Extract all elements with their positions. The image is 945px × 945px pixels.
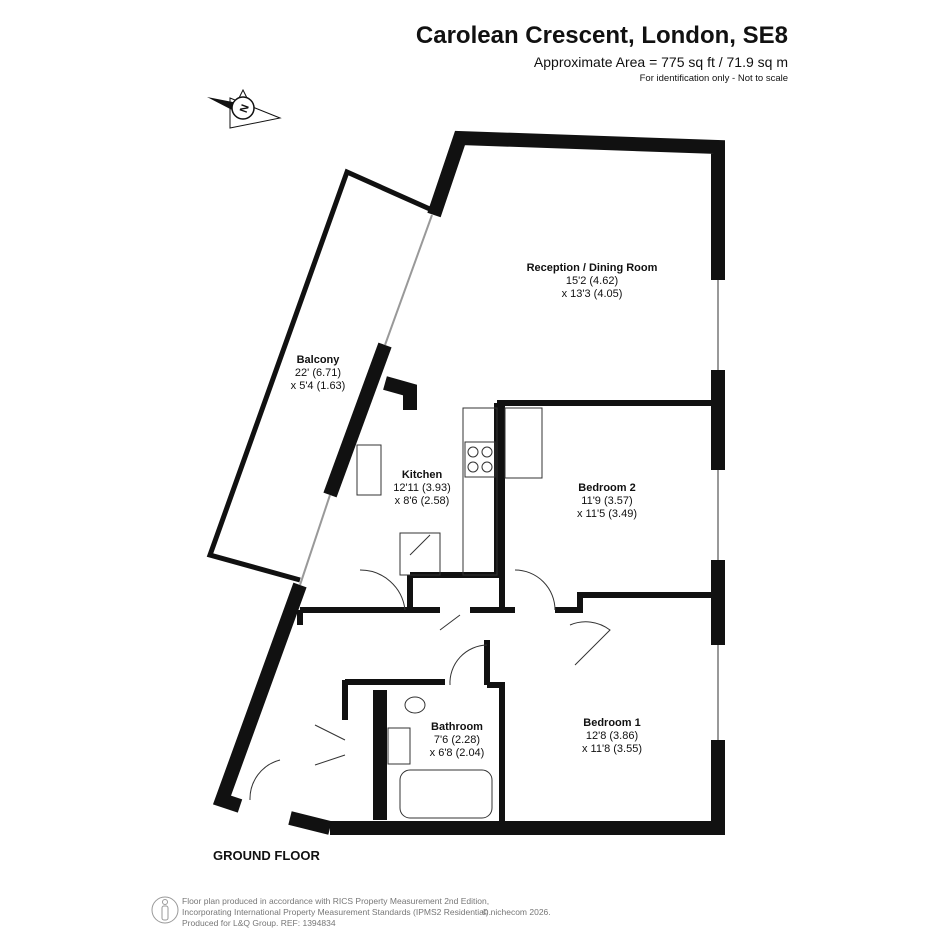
compass-icon: N: [207, 88, 282, 129]
room-dimension: x 5'4 (1.63): [291, 380, 346, 392]
room-dimension: 12'11 (3.93): [393, 482, 451, 494]
room-name: Reception / Dining Room: [527, 262, 658, 274]
balcony-outline: [206, 168, 434, 583]
cupboard-doors: [314, 724, 346, 766]
exterior-walls: [212, 130, 725, 835]
room-dimension: 11'9 (3.57): [581, 495, 632, 507]
property-title: Carolean Crescent, London, SE8: [415, 22, 788, 49]
room-name: Bathroom: [431, 721, 483, 733]
kitchen-sink-icon: [356, 444, 382, 496]
room-dimension: 22' (6.71): [295, 367, 341, 379]
room-name: Kitchen: [402, 469, 443, 481]
wardrobe: [504, 407, 543, 479]
room-bedroom-1: Bedroom 1 12'8 (3.86) x 11'8 (3.55): [582, 717, 642, 755]
room-name: Bedroom 1: [583, 717, 640, 729]
copyright: © nichecom 2026.: [482, 907, 551, 917]
disclaimer: For identification only - Not to scale: [639, 73, 788, 84]
door-swing: [449, 644, 488, 686]
person-icon: [151, 896, 179, 924]
room-dimension: 12'8 (3.86): [586, 730, 638, 742]
internal-walls: [297, 400, 715, 825]
basin-icon: [387, 727, 411, 765]
room-name: Bedroom 2: [578, 482, 635, 494]
room-dimension: 15'2 (4.62): [566, 275, 618, 287]
kitchen-unit: [399, 532, 441, 576]
windows: [299, 214, 719, 740]
floor-label: GROUND FLOOR: [213, 848, 320, 863]
footer-text: Floor plan produced in accordance with R…: [182, 896, 491, 929]
room-dimension: 7'6 (2.28): [434, 734, 480, 746]
footer-line-2: Incorporating International Property Mea…: [182, 907, 491, 917]
room-dimension: x 11'8 (3.55): [582, 743, 642, 755]
door-swing: [514, 569, 556, 611]
compass-label: N: [238, 103, 252, 115]
footer-line-1: Floor plan produced in accordance with R…: [182, 896, 490, 906]
room-dimension: x 8'6 (2.58): [395, 495, 450, 507]
room-reception: Reception / Dining Room 15'2 (4.62) x 13…: [527, 262, 658, 300]
room-balcony: Balcony 22' (6.71) x 5'4 (1.63): [291, 354, 346, 392]
entrance-door-swing: [249, 759, 281, 801]
door-swing: [569, 621, 611, 666]
toilet-icon: [404, 696, 426, 714]
door-swing: [359, 569, 406, 611]
room-name: Balcony: [297, 354, 341, 366]
hob-icon: [464, 441, 496, 478]
room-kitchen: Kitchen 12'11 (3.93) x 8'6 (2.58): [393, 469, 451, 507]
room-bedroom-2: Bedroom 2 11'9 (3.57) x 11'5 (3.49): [577, 482, 637, 520]
room-bathroom: Bathroom 7'6 (2.28) x 6'8 (2.04): [430, 721, 485, 759]
bath-icon: [399, 769, 493, 819]
fixtures: [249, 407, 611, 819]
kitchen-counter: [462, 407, 498, 576]
footer-line-3: Produced for L&Q Group. REF: 1394834: [182, 918, 336, 928]
room-dimension: x 6'8 (2.04): [430, 747, 485, 759]
room-dimension: x 11'5 (3.49): [577, 508, 637, 520]
room-dimension: x 13'3 (4.05): [562, 288, 623, 300]
approximate-area: Approximate Area = 775 sq ft / 71.9 sq m: [533, 54, 788, 70]
